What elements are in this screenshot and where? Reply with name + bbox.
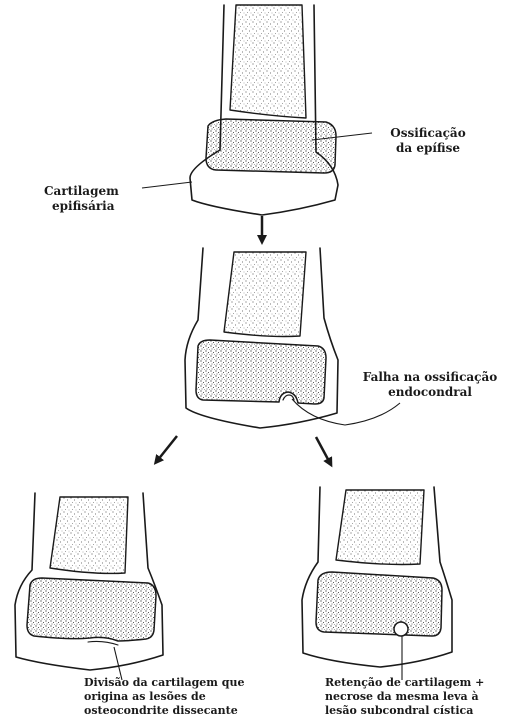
label-line: Ossificação	[368, 126, 488, 141]
label-line: epifisária	[44, 199, 154, 214]
bone-normal	[190, 5, 338, 215]
label-line: osteocondrite dissecante	[84, 704, 294, 718]
bone-osteochondritis	[15, 493, 163, 670]
epiphysis-ossification	[206, 119, 336, 173]
bone-shaft	[224, 252, 306, 337]
arrow-down-left	[157, 436, 177, 461]
label-line: Cartilagem	[44, 184, 154, 199]
label-line: Retenção de cartilagem +	[325, 676, 512, 690]
epiphysis-ossification	[196, 340, 326, 404]
label-line: Divisão da cartilagem que	[84, 676, 294, 690]
cartilage-split	[88, 641, 118, 645]
label-line: necrose da mesma leva à	[325, 690, 512, 704]
label-line: origina as lesões de	[84, 690, 294, 704]
label-ossificacao-epifise: Ossificação da epífise	[368, 126, 488, 156]
epiphysis-ossification	[316, 572, 442, 636]
arrow-down-right	[316, 437, 330, 463]
bone-ossification-failure	[185, 248, 338, 428]
subchondral-cyst	[394, 622, 408, 636]
label-line: lesão subcondral cística	[325, 704, 512, 718]
bone-shaft	[230, 5, 306, 118]
bone-shaft	[50, 497, 128, 573]
label-line: Falha na ossificação	[352, 370, 508, 385]
epiphysis-ossification	[27, 578, 156, 641]
label-line: endocondral	[352, 385, 508, 400]
label-retencao-cartilagem: Retenção de cartilagem + necrose da mesm…	[325, 676, 512, 718]
label-falha-ossificacao: Falha na ossificação endocondral	[352, 370, 508, 400]
bone-shaft	[336, 490, 424, 565]
label-divisao-cartilagem: Divisão da cartilagem que origina as les…	[84, 676, 294, 718]
label-cartilagem-epifisaria: Cartilagem epifisária	[44, 184, 154, 214]
bone-subchondral-cyst	[302, 487, 452, 667]
label-line: da epífise	[368, 141, 488, 156]
